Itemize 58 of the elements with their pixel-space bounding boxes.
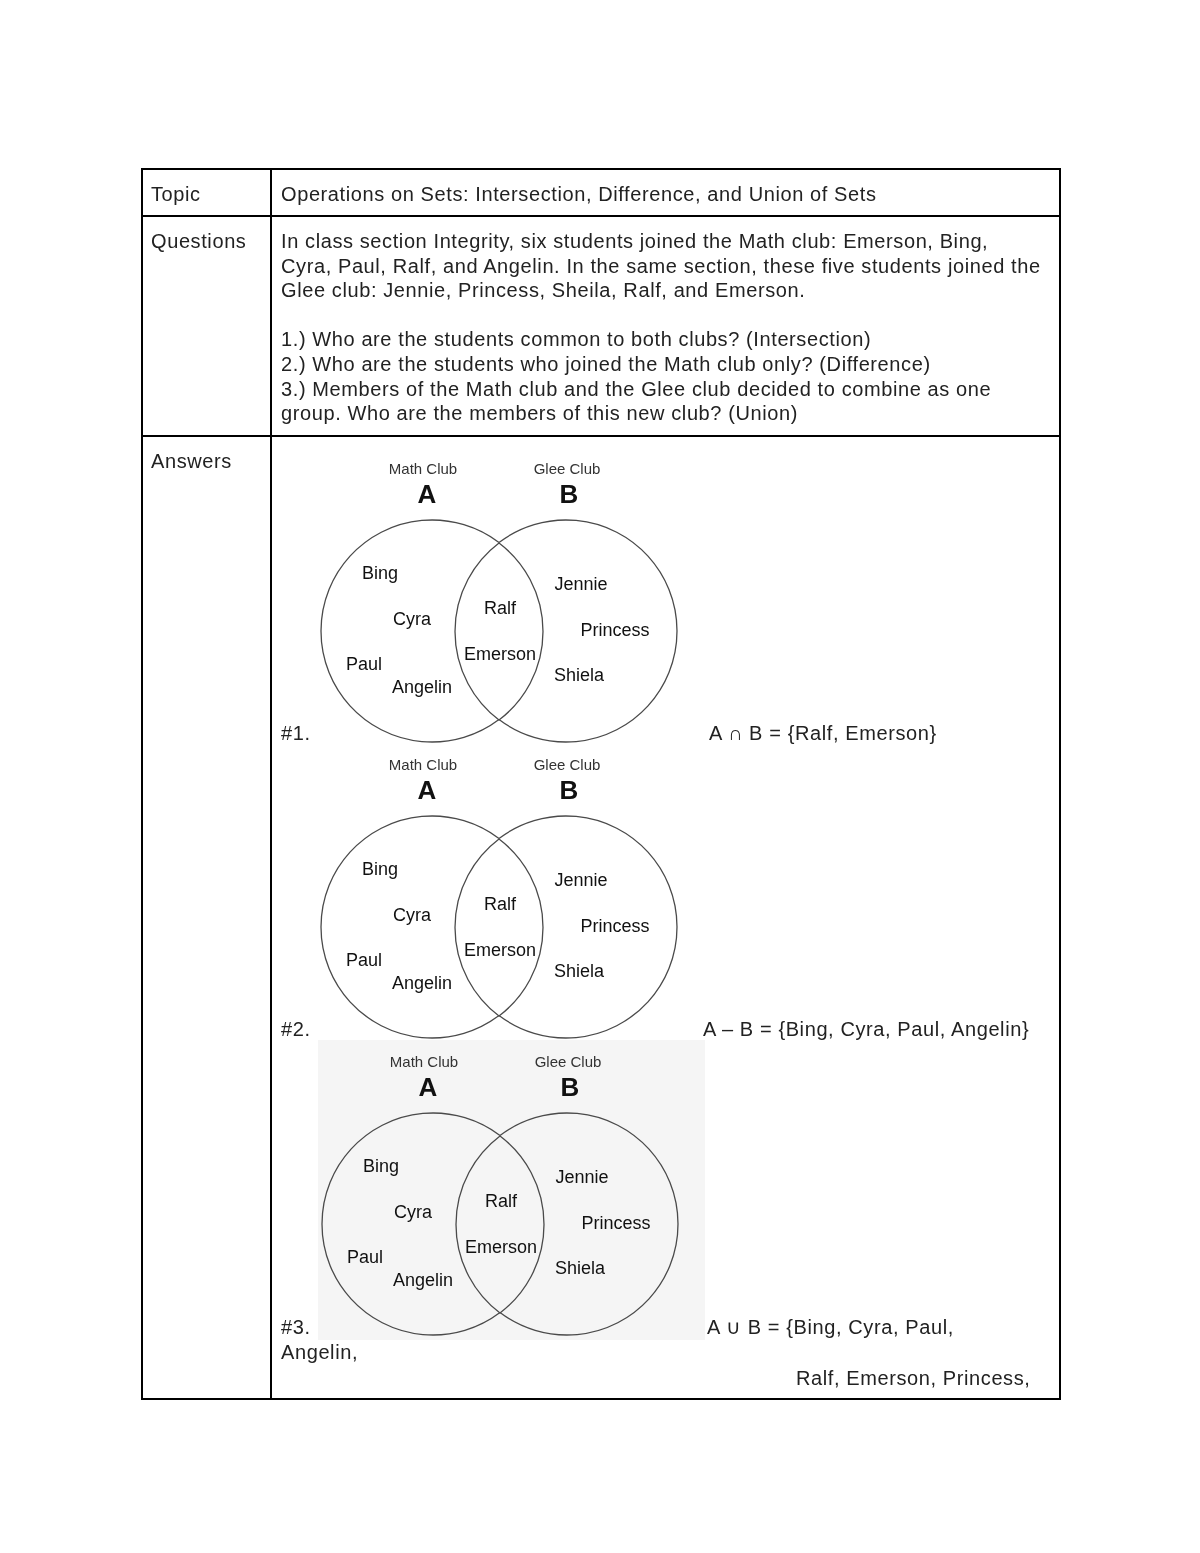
answer-number: #2. — [281, 1016, 311, 1042]
member-name: Cyra — [393, 904, 431, 926]
member-name: Bing — [362, 858, 398, 880]
member-name: Ralf — [484, 597, 516, 618]
intersection-region — [455, 838, 543, 1016]
member-name: Jennie — [554, 573, 608, 595]
set-letter: A — [417, 480, 437, 510]
answer-equation: A – B = {Bing, Cyra, Paul, Angelin} — [703, 1016, 1030, 1042]
intersection-region — [456, 1135, 544, 1313]
member-name: Emerson — [465, 1236, 537, 1257]
member-name: Bing — [362, 562, 398, 584]
set-letter: B — [560, 1073, 580, 1103]
answer-number: #3. — [281, 1314, 311, 1340]
set-letter: B — [559, 776, 579, 806]
member-name: Cyra — [394, 1201, 432, 1223]
question-item: 1.) Who are the students common to both clubs? (Intersection) — [281, 327, 872, 352]
member-name: Princess — [581, 1212, 651, 1234]
question-item: 3.) Members of the Math club and the Glee club decided to combine as one group. Who are the members of this new club? (Union) — [281, 376, 993, 426]
member-name: Paul — [346, 949, 382, 971]
member-name: Angelin — [392, 972, 452, 994]
set-letter: B — [559, 480, 579, 510]
answer-equation: A ∩ B = {Ralf, Emerson} — [709, 720, 937, 746]
member-name: Jennie — [554, 869, 608, 891]
club-name: Glee Club — [533, 460, 601, 478]
row-header: Questions — [151, 229, 247, 254]
member-name: Ralf — [484, 893, 516, 914]
club-name: Glee Club — [534, 1053, 602, 1071]
member-name: Princess — [580, 619, 650, 641]
member-name: Ralf — [485, 1190, 517, 1211]
club-name: Math Club — [388, 756, 458, 774]
set-letter: A — [417, 776, 437, 806]
member-name: Paul — [347, 1246, 383, 1268]
answer-number: #1. — [281, 720, 311, 746]
question-item: 2.) Who are the students who joined the Math club only? (Difference) — [281, 351, 931, 377]
row-header: Topic — [151, 182, 201, 207]
member-name: Shiela — [555, 1257, 605, 1279]
set-letter: A — [418, 1073, 438, 1103]
member-name: Emerson — [464, 643, 536, 664]
member-name: Shiela — [554, 664, 604, 686]
row-header: Answers — [151, 449, 232, 474]
intersection-region — [455, 542, 543, 720]
answer-continuation: Angelin, — [281, 1339, 359, 1365]
topic-text: Operations on Sets: Intersection, Difference, and Union of Sets — [281, 182, 877, 207]
club-name: Math Club — [389, 1053, 459, 1071]
answer-equation: A ∪ B = {Bing, Cyra, Paul, — [707, 1314, 954, 1340]
member-name: Cyra — [393, 608, 431, 630]
club-name: Math Club — [388, 460, 458, 478]
member-name: Angelin — [393, 1269, 453, 1291]
member-name: Angelin — [392, 676, 452, 698]
member-name: Paul — [346, 653, 382, 675]
member-name: Princess — [580, 915, 650, 937]
member-name: Emerson — [464, 939, 536, 960]
member-name: Shiela — [554, 960, 604, 982]
member-name: Bing — [363, 1155, 399, 1177]
answer-continuation: Ralf, Emerson, Princess, — [796, 1365, 1031, 1391]
club-name: Glee Club — [533, 756, 601, 774]
question-paragraph: In class section Integrity, six students joined the Math club: Emerson, Bing, Cyra, Paul, Ralf, and Angelin. In the same section, these five students joined the Glee club: Jennie, Princess, Sheila, Ralf, and Emerson. — [281, 229, 1041, 303]
member-name: Jennie — [555, 1166, 609, 1188]
